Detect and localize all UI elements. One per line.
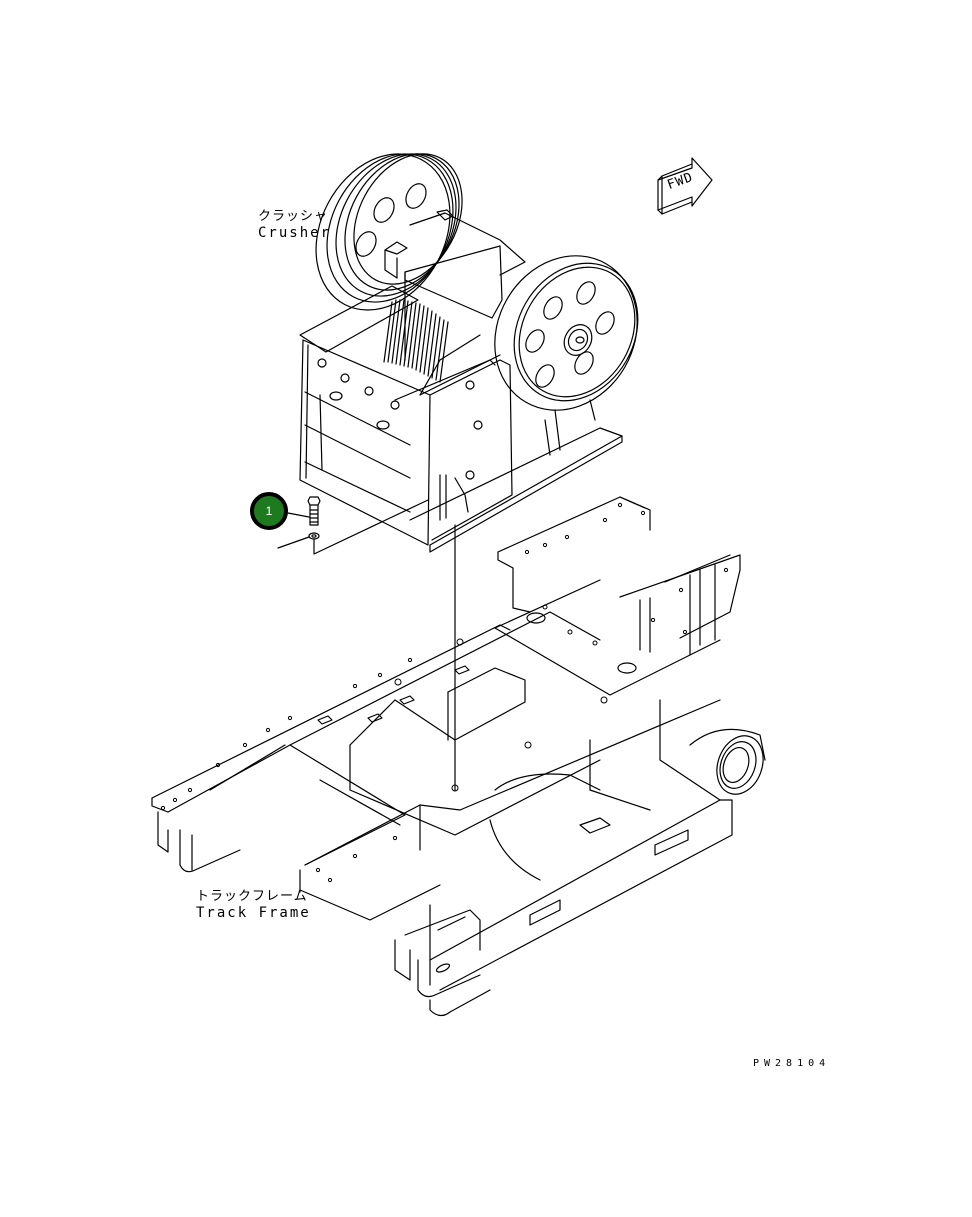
front-flywheel — [467, 230, 665, 437]
track-frame-label-en: Track Frame — [196, 905, 311, 921]
bolt-and-washer — [278, 497, 455, 790]
crusher-assembly — [290, 130, 665, 552]
crusher-label-en: Crusher — [258, 225, 332, 241]
rear-flywheel — [290, 130, 484, 333]
crusher-label-jp: クラッシャ — [258, 209, 329, 224]
frame-pads — [318, 666, 469, 724]
track-frame-assembly — [152, 497, 771, 1016]
track-frame-label: トラックフレーム Track Frame — [196, 888, 311, 922]
frame-mounting-holes — [161, 503, 727, 881]
callout-number: 1 — [265, 504, 273, 518]
jaw-plate — [384, 300, 448, 382]
track-frame-label-jp: トラックフレーム — [196, 889, 308, 904]
idler-wheel — [690, 729, 771, 800]
drawing-number: PW28104 — [753, 1058, 831, 1069]
crusher-label: クラッシャ Crusher — [258, 208, 331, 242]
forward-direction-arrow — [658, 158, 712, 214]
part-callout-1[interactable]: 1 — [250, 492, 288, 530]
